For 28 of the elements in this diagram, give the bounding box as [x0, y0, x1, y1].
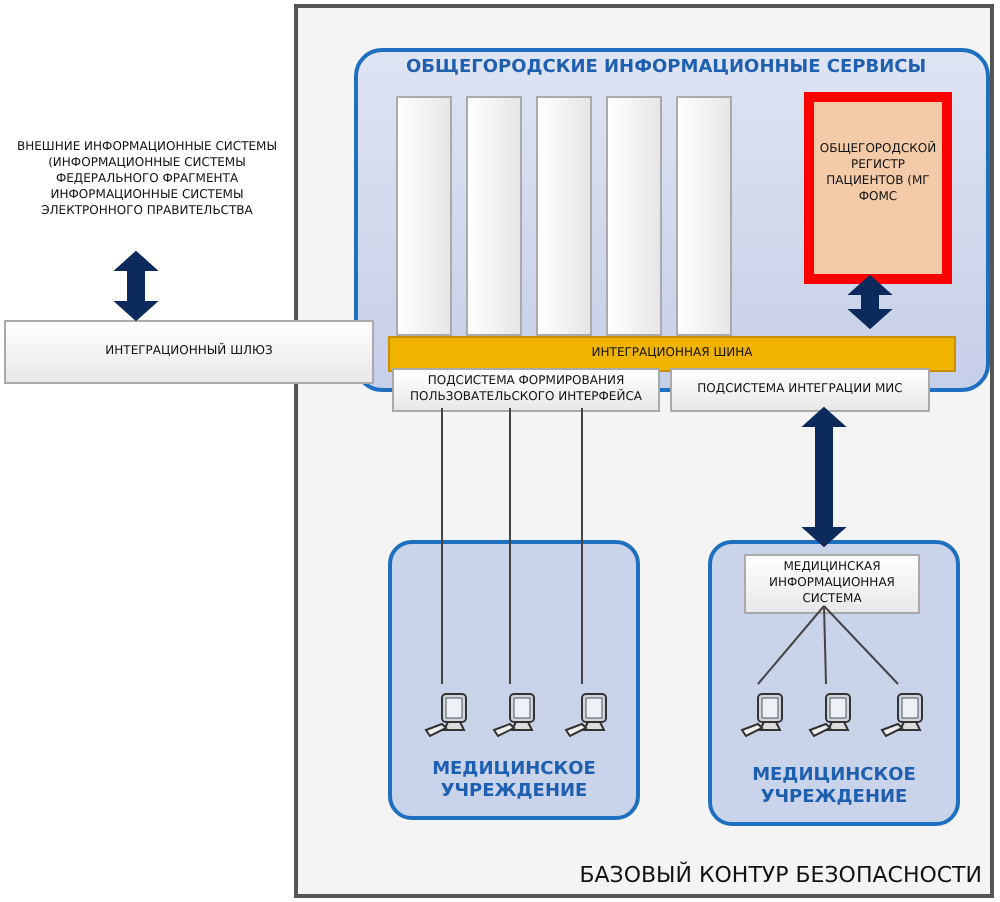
service-column: [536, 96, 592, 336]
institution-card: [388, 540, 640, 820]
panel-title: ОБЩЕГОРОДСКИЕ ИНФОРМАЦИОННЫЕ СЕРВИСЫ: [406, 60, 929, 76]
security-contour-frame: [294, 4, 994, 898]
card-title: МЕДИЦИНСКОЕ УЧРЕЖДЕНИЕ: [750, 766, 918, 810]
service-column: [676, 96, 732, 336]
subsystem-box: [670, 368, 930, 412]
subsystem-box: [392, 368, 660, 412]
service-column: [396, 96, 452, 336]
connector-line: [581, 407, 583, 685]
connector-line: [509, 407, 511, 685]
connector-line: [441, 407, 443, 685]
card-title: МЕДИЦИНСКОЕ УЧРЕЖДЕНИЕ: [430, 760, 598, 804]
connector-line: [823, 605, 899, 685]
registry-box: [804, 92, 952, 284]
integration-bus-bar: [388, 336, 956, 372]
subsystem-box: [744, 554, 920, 614]
service-column: [606, 96, 662, 336]
gateway-box: [4, 320, 374, 384]
service-column: [466, 96, 522, 336]
institution-card: [708, 540, 960, 826]
services-panel: [354, 48, 990, 392]
double-arrow: [113, 250, 159, 322]
connector-line: [757, 605, 825, 685]
double-arrow: [801, 406, 847, 548]
connector-line: [823, 605, 827, 685]
double-arrow: [847, 274, 893, 330]
frame-title: БАЗОВЫЙ КОНТУР БЕЗОПАСНОСТИ: [579, 862, 982, 888]
